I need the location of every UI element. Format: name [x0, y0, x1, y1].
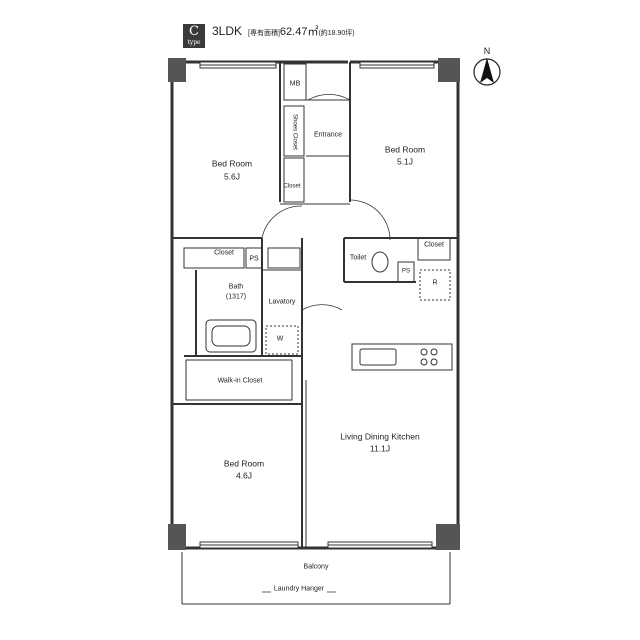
room-label-fridge: R	[432, 279, 438, 287]
room-label-mb: MB	[289, 80, 301, 88]
compass-icon	[473, 58, 501, 86]
north-label: N	[483, 46, 491, 56]
area-value: 62.47㎡	[279, 26, 319, 38]
room-label-bedroom-ne: Bed Room	[384, 144, 426, 155]
room-label-washer: W	[276, 335, 284, 343]
walkin-closet-box	[185, 359, 293, 401]
toilet-fixture	[371, 251, 389, 273]
ps-east-box	[397, 261, 415, 283]
room-size-bedroom-sw: 4.6J	[235, 470, 253, 481]
column-ne	[438, 58, 460, 82]
vanity-sink	[267, 247, 301, 269]
room-label-balcony: Balcony	[303, 563, 329, 571]
area-label: [専有面積]	[248, 30, 280, 37]
layout-type: 3LDK	[212, 24, 243, 38]
room-label-shoes-closet: Shoes Closet	[291, 114, 298, 150]
room-size-bedroom-nw: 5.6J	[223, 171, 241, 182]
column-sw	[168, 524, 186, 550]
shoes-closet-box	[283, 105, 305, 157]
room-label-walkin-closet: Walk-in Closet	[217, 377, 263, 385]
type-word: type	[187, 39, 201, 46]
room-size-ldk: 11.1J	[369, 443, 391, 454]
plan-title: 3LDK [専有面積]62.47㎡(約18.90坪)	[212, 24, 355, 41]
room-label-ldk: Living Dining Kitchen	[340, 431, 420, 442]
room-label-bedroom-sw: Bed Room	[223, 458, 265, 469]
washer-pan	[265, 325, 299, 355]
area-tsubo: (約18.90坪)	[318, 30, 355, 37]
room-label-bedroom-nw: Bed Room	[211, 158, 253, 169]
room-label-closet-east: Closet	[424, 241, 444, 249]
north-arrow: N	[469, 46, 505, 88]
column-se	[436, 524, 460, 550]
room-label-closet-west: Closet	[214, 249, 234, 257]
room-size-bedroom-ne: 5.1J	[396, 156, 414, 167]
type-letter: C	[189, 24, 199, 39]
plan-header: C type 3LDK [専有面積]62.47㎡(約18.90坪)	[183, 24, 355, 52]
closet-east-box	[417, 237, 451, 261]
fridge-space	[419, 269, 451, 301]
bathtub	[205, 319, 257, 353]
room-label-ps-west: PS	[249, 255, 259, 263]
room-size-bath: (1317)	[225, 293, 247, 301]
room-label-laundry-hanger: Laundry Hanger	[270, 584, 328, 594]
small-closet-box	[283, 157, 305, 203]
room-label-bath: Bath	[228, 283, 244, 291]
room-label-lavatory: Lavatory	[268, 298, 296, 306]
type-badge: C type	[183, 24, 205, 48]
room-label-toilet: Toilet	[349, 254, 367, 262]
room-label-closet-small: Closet	[283, 183, 301, 190]
entrance-door-swing	[307, 94, 351, 101]
room-label-ps-east: PS	[401, 268, 411, 275]
closet-west-box	[183, 247, 245, 269]
room-label-entrance: Entrance	[313, 131, 343, 139]
column-nw	[168, 58, 186, 82]
kitchen-counter	[351, 343, 453, 371]
mb-box	[283, 63, 307, 101]
kitchen-sink	[359, 348, 397, 366]
